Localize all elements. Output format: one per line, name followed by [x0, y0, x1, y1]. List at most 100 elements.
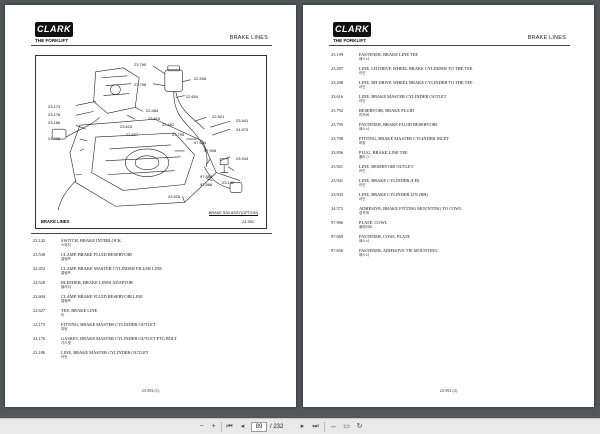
toolbar-divider	[324, 422, 325, 432]
part-korean-name: 피팅	[61, 327, 68, 332]
part-description: LINE, RESERVOIR OUTLET	[359, 164, 414, 169]
page-number-input[interactable]: 89	[251, 422, 267, 432]
callout-label: 23.186	[48, 120, 61, 125]
diagram-caption: BRAKE LINES	[41, 219, 70, 224]
page-footer: 23-392 (2)	[439, 388, 458, 393]
rotate-icon[interactable]: ↻	[356, 423, 363, 430]
part-number: 23.921	[331, 164, 344, 169]
part-number: 23.208	[331, 80, 344, 85]
part-description: CLAMP, BRAKE FLUID RESERVOIR LINE	[61, 294, 143, 299]
callout-label: 23.208	[48, 136, 61, 141]
part-korean-name: 티	[61, 313, 65, 318]
part-description: LINE, BRAKE MASTER CYLINDER OUTLET	[359, 94, 447, 99]
callout-label: 23.795	[172, 132, 185, 137]
part-korean-name: 라인	[61, 355, 68, 360]
callout-label: 23.526	[168, 194, 181, 199]
part-description: FITTING, BRAKE MASTER CYLINDER OUTLET	[61, 322, 156, 327]
part-description: LINE, RH DRIVE WHEEL BRAKE CYLINDER TO T…	[359, 80, 473, 85]
part-number: 97.669	[331, 234, 344, 239]
callout-label: 23.790	[134, 62, 147, 67]
zoom-in-icon[interactable]: +	[211, 423, 216, 430]
part-description: ADHESIVE, BRAKE FITTING MOUNTING TO COWL	[359, 206, 463, 211]
part-number: 23.798	[331, 136, 344, 141]
part-korean-name: 라인	[359, 197, 366, 202]
page-total: / 232	[270, 424, 284, 430]
part-number: 23.941	[331, 178, 344, 183]
part-description: LINE, BRAKE CYLINDER LIN (RH)	[359, 192, 428, 197]
option-note: BRAKE S/W ASSY(OPTION)	[208, 211, 258, 216]
part-korean-name: 클램프	[61, 299, 71, 304]
part-description: BLEEDER, BRAKE LINES ADAPTOR	[61, 280, 133, 285]
part-number: 23.176	[33, 336, 46, 341]
pedal-assembly-shape	[93, 67, 140, 114]
brake-lines-diagram: 23.790 22.508 23.798 22.604 22.484 23.61…	[35, 55, 267, 229]
part-number: 97.906	[331, 220, 344, 225]
part-korean-name: 패스너	[359, 57, 369, 62]
part-number: 23.943	[331, 192, 344, 197]
zoom-out-icon[interactable]: −	[199, 423, 204, 430]
part-korean-name: 패스너	[359, 127, 369, 132]
part-korean-name: 라인	[359, 183, 366, 188]
part-number: 22.452	[33, 266, 46, 271]
part-description: FASTENER, BRAKE FLUID RESERVOIR	[359, 122, 438, 127]
callout-label: 97.906	[204, 148, 217, 153]
callout-label: 23.943	[236, 156, 249, 161]
part-description: FASTENER, ADHESIVE TIE MOUNTING	[359, 248, 438, 253]
part-korean-name: 가스켓	[61, 341, 71, 346]
part-korean-name: 패스너	[359, 239, 369, 244]
part-number: 22.627	[33, 308, 46, 313]
part-number: 23.173	[33, 322, 46, 327]
diagram-drawing	[51, 65, 243, 211]
part-description: FASTENER, BRAKE LINE TEE	[359, 52, 419, 57]
toolbar-divider	[221, 422, 222, 432]
callout-label: 23.615	[120, 124, 133, 129]
first-page-icon[interactable]: ⏮	[226, 423, 233, 430]
callout-label: 97.869	[200, 174, 213, 179]
callout-label: 23.941	[236, 118, 249, 123]
diagram-reference: 23-392	[242, 220, 254, 224]
part-number: 22.604	[33, 294, 46, 299]
last-page-icon[interactable]: ⏭	[312, 423, 319, 430]
document-page-left: CLARK THE FORKLIFT BRAKE LINES	[5, 5, 296, 407]
part-korean-name: 피팅	[359, 141, 366, 146]
reservoir-shape	[164, 69, 183, 92]
fit-width-icon[interactable]: ↔	[330, 423, 337, 430]
part-description: FITTING, BRAKE MASTER CYLINDER INLET	[359, 136, 450, 141]
part-description: LINE, BRAKE MASTER CYLINDER OUTLET	[61, 350, 149, 355]
previous-page-icon[interactable]: ◂	[240, 423, 245, 430]
part-number: 97.656	[331, 248, 344, 253]
page-footer: 23-392 (1)	[141, 388, 160, 393]
part-korean-name: 플레이트	[359, 225, 373, 230]
part-number: 23.207	[331, 66, 344, 71]
part-korean-name: 접착제	[359, 211, 369, 216]
callout-label: 97.664	[194, 140, 207, 145]
logo-text: CLARK	[35, 22, 73, 37]
callout-label: 22.452	[162, 122, 175, 127]
clark-logo: CLARK THE FORKLIFT	[35, 22, 73, 44]
part-description: SWITCH, BRAKE INTERLOCK	[61, 238, 121, 243]
axle-body-shape	[69, 118, 217, 207]
part-number: 23.538	[33, 252, 46, 257]
callout-label: 22.521	[212, 114, 225, 119]
part-korean-name: 리저버	[359, 113, 369, 118]
callout-label: 23.616	[148, 116, 161, 121]
part-number: 24.573	[331, 206, 344, 211]
callout-label: 23.176	[48, 112, 61, 117]
fit-page-icon[interactable]: ▭	[343, 423, 350, 430]
part-korean-name: 클램프	[61, 271, 71, 276]
part-number: 23.186	[33, 350, 46, 355]
part-number: 22.528	[33, 280, 46, 285]
header-divider	[31, 45, 272, 46]
part-korean-name: 스위치	[61, 243, 71, 248]
part-korean-name: 클램프	[61, 257, 71, 262]
next-page-icon[interactable]: ▸	[300, 423, 305, 430]
part-korean-name: 라인	[359, 85, 366, 90]
part-korean-name: 패스너	[359, 253, 369, 258]
part-description: LINE, LH DRIVE WHEEL BRAKE CYLINDER TO T…	[359, 66, 473, 71]
logo-tagline: THE FORKLIFT	[35, 38, 69, 43]
part-korean-name: 블리더	[61, 285, 71, 290]
part-number: 23.142	[33, 238, 46, 243]
callout-label: 22.604	[186, 94, 199, 99]
callout-label: 24.573	[236, 127, 249, 132]
part-description: CLAMP, BRAKE MASTER CYLINDER FILLER LINE	[61, 266, 162, 271]
